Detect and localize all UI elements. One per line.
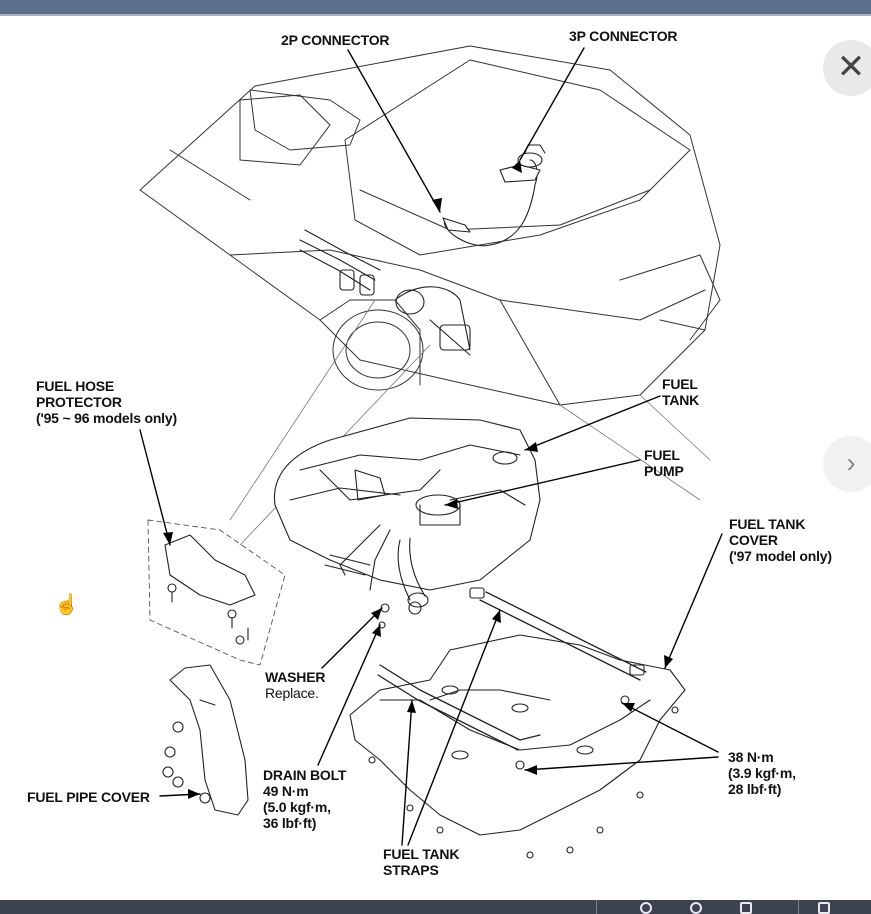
share-icon[interactable] [740, 902, 752, 914]
label-fuel-pipe-cover: FUEL PIPE COVER [27, 789, 150, 805]
viewer-top-bar [0, 0, 871, 14]
toolbar-separator [596, 900, 597, 914]
label-fuel-tank-line1: FUEL [662, 376, 698, 392]
label-drain-bolt-line4: 36 lbf·ft) [263, 815, 317, 831]
label-fuel-tank-cover-line2: COVER [729, 532, 778, 548]
diagram-drawing [139, 45, 723, 859]
fuel-pipe-cover-part [162, 664, 249, 816]
label-fuel-tank-line2: TANK [662, 392, 700, 408]
label-washer: WASHER Replace. [265, 669, 325, 701]
label-fuel-hose-protector-line3: ('95 ~ 96 models only) [36, 410, 177, 426]
search-icon[interactable] [640, 902, 652, 914]
label-fuel-tank-cover: FUEL TANK COVER ('97 model only) [729, 516, 832, 564]
hand-cursor-icon: ☝ [54, 594, 79, 616]
label-torque-line2: (3.9 kgf·m, [728, 765, 796, 781]
label-washer-title: WASHER [265, 669, 326, 685]
label-3p-connector: 3P CONNECTOR [569, 28, 678, 44]
hose-protector-part [147, 519, 286, 666]
car-body-outline [139, 45, 721, 406]
label-fuel-hose-protector: FUEL HOSE PROTECTOR ('95 ~ 96 models onl… [36, 378, 177, 426]
label-torque-line1: 38 N·m [728, 749, 774, 765]
label-fuel-pump-line2: PUMP [644, 463, 684, 479]
label-fuel-tank-cover-line3: ('97 model only) [729, 548, 832, 564]
label-fuel-tank-straps: FUEL TANK STRAPS [383, 846, 459, 878]
label-2p-connector: 2P CONNECTOR [281, 32, 390, 48]
label-drain-bolt-line3: (5.0 kgf·m, [263, 799, 331, 815]
viewer-bottom-bar [0, 900, 871, 914]
label-fuel-hose-protector-line1: FUEL HOSE [36, 378, 115, 394]
tank-cover-and-straps [349, 587, 686, 859]
label-washer-note: Replace. [265, 685, 319, 701]
fuel-tank-exploded-diagram: 2P CONNECTOR 3P CONNECTOR FUEL HOSE PROT… [0, 16, 871, 900]
label-fuel-tank: FUEL TANK [662, 376, 699, 408]
more-icon[interactable] [818, 902, 830, 914]
top-bar-edge [0, 14, 871, 16]
fuel-tank-body [273, 417, 541, 608]
label-fuel-tank-cover-line1: FUEL TANK [729, 516, 806, 532]
chevron-right-icon: › [846, 447, 856, 478]
close-icon: ✕ [836, 48, 866, 86]
next-image-button[interactable]: › [823, 436, 871, 492]
lens-icon[interactable] [690, 902, 702, 914]
arrow-heads [163, 160, 673, 799]
label-drain-bolt: DRAIN BOLT 49 N·m (5.0 kgf·m, 36 lbf·ft) [263, 767, 346, 831]
label-drain-bolt-line2: 49 N·m [263, 783, 309, 799]
label-fuel-pump-line1: FUEL [644, 447, 680, 463]
label-drain-bolt-line1: DRAIN BOLT [263, 767, 347, 783]
fuel-lines-top [299, 229, 471, 356]
label-fuel-hose-protector-line2: PROTECTOR [36, 394, 122, 410]
label-fuel-pump: FUEL PUMP [644, 447, 684, 479]
toolbar-separator [798, 900, 799, 914]
close-button[interactable]: ✕ [823, 40, 871, 96]
leader-lines [139, 47, 723, 846]
label-torque-line3: 28 lbf·ft) [728, 781, 782, 797]
connectors-wire [442, 144, 546, 247]
guide-lines [229, 299, 711, 546]
label-straps-line2: STRAPS [383, 862, 439, 878]
label-torque-38nm: 38 N·m (3.9 kgf·m, 28 lbf·ft) [728, 749, 796, 797]
label-straps-line1: FUEL TANK [383, 846, 460, 862]
